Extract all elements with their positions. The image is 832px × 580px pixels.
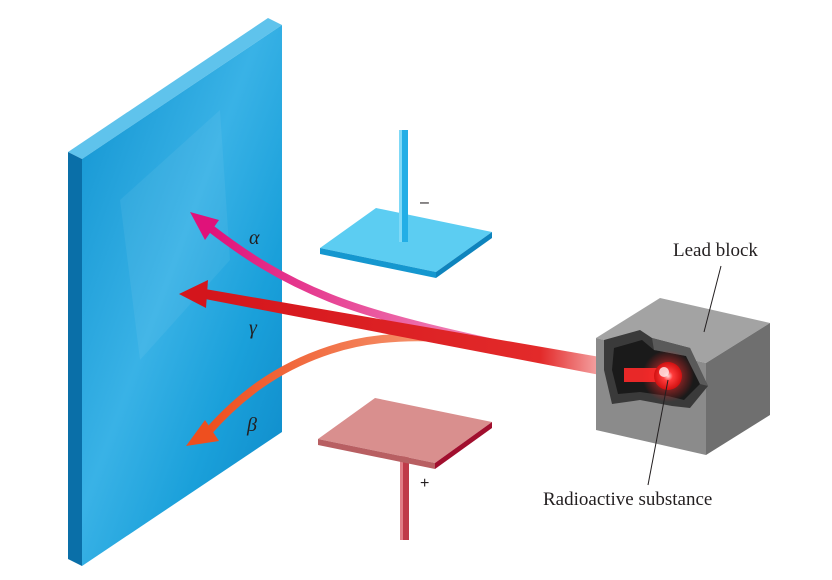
alpha-label: α [249, 227, 260, 249]
positive-sign: + [420, 475, 429, 492]
gamma-label: γ [249, 317, 258, 339]
detector-screen-icon [68, 18, 282, 566]
radioactive-substance-label: Radioactive substance [543, 489, 712, 510]
negative-plate-icon [320, 130, 492, 278]
negative-sign: – [420, 194, 429, 211]
beta-label: β [246, 414, 257, 436]
lead-block-leader [703, 265, 722, 333]
gamma-ray [179, 280, 600, 375]
radioactive-substance-leader [647, 379, 669, 486]
positive-plate-icon [318, 398, 492, 540]
lead-block-label: Lead block [673, 240, 758, 261]
radioactive-source-icon [624, 350, 694, 402]
